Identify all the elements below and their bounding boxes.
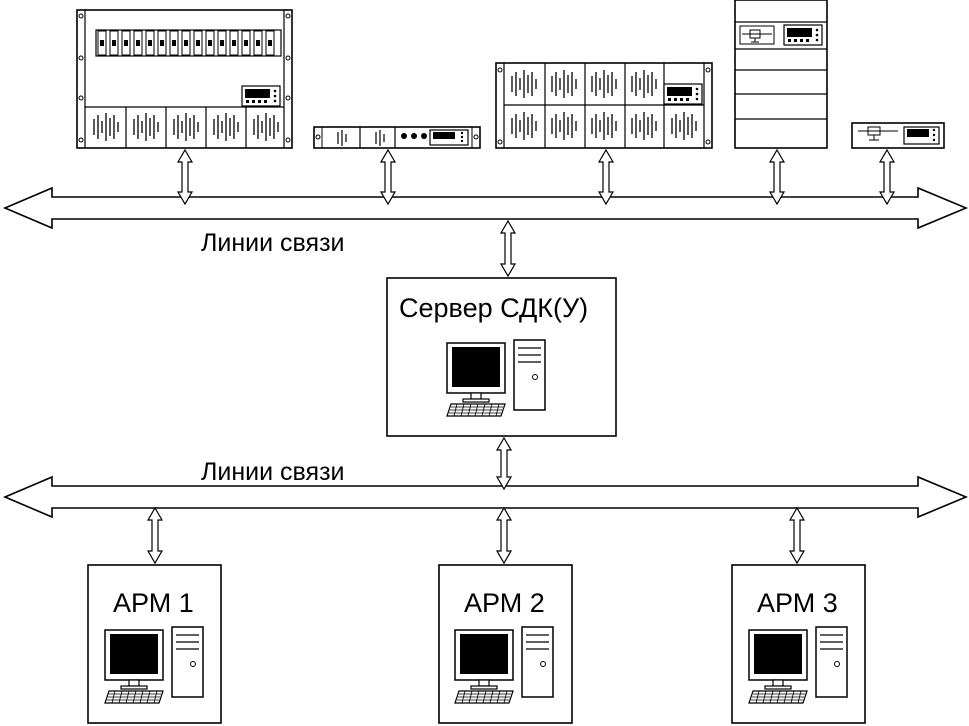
- server-computer-icon: [446, 339, 546, 417]
- device-5-link-arrow: [878, 148, 896, 206]
- device-4-link-arrow: [768, 148, 786, 206]
- workstation-1-link-arrow: [146, 506, 164, 565]
- workstation-2-link-arrow: [495, 506, 513, 565]
- server-to-top-bus-arrow: [499, 219, 517, 278]
- workstation-3-computer-icon: [748, 626, 848, 704]
- server-label: Сервер СДК(У): [399, 293, 588, 323]
- workstation-3-label: АРМ 3: [757, 588, 838, 618]
- bottom-bus-label: Линии связи: [201, 458, 345, 486]
- bottom-communication-bus: [2, 475, 969, 519]
- rack-device-3: [495, 62, 713, 149]
- rack-device-1: [76, 9, 293, 149]
- device-3-link-arrow: [597, 148, 615, 206]
- cabinet-device-4: [734, 0, 828, 149]
- top-bus-label: Линии связи: [201, 229, 345, 257]
- rack-device-2: [313, 126, 481, 149]
- server-to-bottom-bus-arrow: [495, 436, 513, 491]
- workstation-2-label: АРМ 2: [464, 588, 545, 618]
- device-2-link-arrow: [379, 148, 397, 206]
- device-1-link-arrow: [176, 148, 194, 206]
- small-device-5: [851, 122, 945, 149]
- workstation-2-computer-icon: [454, 626, 554, 704]
- workstation-3-link-arrow: [788, 506, 806, 565]
- workstation-1-label: АРМ 1: [113, 588, 194, 618]
- workstation-1-computer-icon: [104, 626, 204, 704]
- top-communication-bus: [2, 186, 969, 230]
